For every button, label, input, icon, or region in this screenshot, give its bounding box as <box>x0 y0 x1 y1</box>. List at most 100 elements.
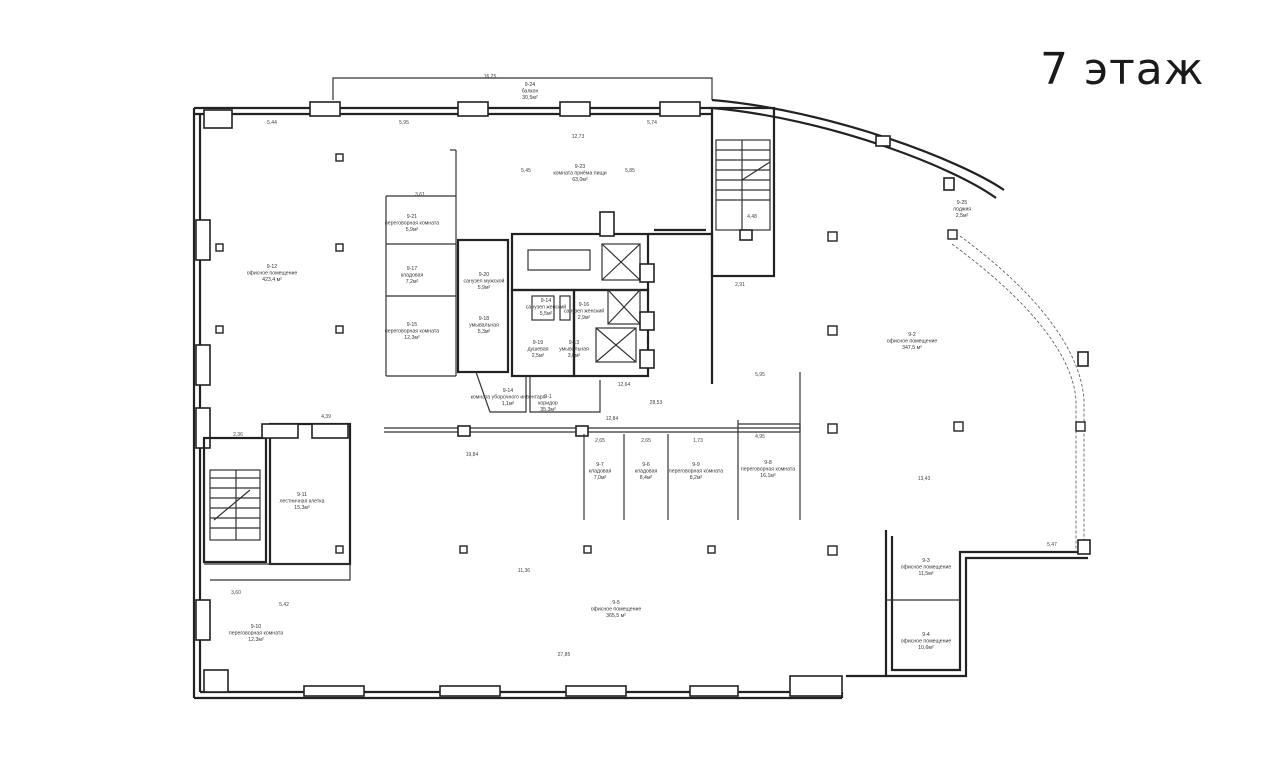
room-name: комната приёма пищи <box>553 171 606 177</box>
room-num: 9-7 <box>596 462 604 468</box>
room-area: 10,6м² <box>918 645 934 651</box>
room-name: офисное помещение <box>591 607 642 613</box>
dimension-label: 5,95 <box>755 372 765 378</box>
dimension-label: 5,85 <box>625 168 635 174</box>
room-num: 9-2 <box>908 332 916 338</box>
room-num: 9-25 <box>957 200 967 206</box>
dimension-label: 28,53 <box>650 400 663 406</box>
room-num: 9-1 <box>544 394 552 400</box>
room-num: 9-13 <box>569 340 579 346</box>
room-num: 9-9 <box>692 462 700 468</box>
room-name: умывальная <box>469 323 499 329</box>
room-name: офисное помещение <box>901 639 952 645</box>
room-area: 1,1м² <box>502 401 515 407</box>
dimension-label: 5,45 <box>521 168 531 174</box>
room-name: офисное помещение <box>247 271 298 277</box>
room-area: 347,5 м² <box>902 345 922 351</box>
room-area: 35,3м² <box>540 407 556 413</box>
room-name: офисное помещение <box>887 339 938 345</box>
facade-piers <box>195 101 1091 697</box>
room-num: 9-8 <box>764 460 772 466</box>
room-num: 9-14 <box>503 388 513 394</box>
dimension-label: 12,84 <box>606 416 619 422</box>
room-area: 15,3м² <box>294 505 310 511</box>
room-name: кладовая <box>635 469 658 475</box>
dimension-label: 2,36 <box>233 432 243 438</box>
room-num: 9-19 <box>533 340 543 346</box>
room-name: лоджия <box>953 207 971 213</box>
room-name: офисное помещение <box>901 565 952 571</box>
room-num: 9-14 <box>541 298 551 304</box>
room-area: 5,9м² <box>406 227 419 233</box>
room-area: 423,4 м² <box>262 277 282 283</box>
balcony-outline <box>332 77 713 100</box>
room-name: переговорная комната <box>669 469 723 475</box>
room-name: коридор <box>538 401 558 407</box>
room-name: санузел женский <box>564 308 604 315</box>
room-name: переговорная комната <box>385 329 439 335</box>
room-area: 12,3м² <box>404 335 420 341</box>
room-num: 9-24 <box>525 82 535 88</box>
room-area: 8,2м² <box>690 475 703 481</box>
dimension-label: 4,95 <box>755 434 765 440</box>
room-num: 9-12 <box>267 264 277 270</box>
room-num: 9-15 <box>407 322 417 328</box>
room-area: 365,5 м² <box>606 613 626 619</box>
room-area: 8,4м² <box>640 475 653 481</box>
dimension-label: 3,61 <box>415 192 425 198</box>
room-num: 9-11 <box>297 492 307 498</box>
dimension-label: 19,84 <box>466 452 479 458</box>
west-stair <box>202 422 352 581</box>
room-area: 7,2м² <box>406 279 419 285</box>
building-core <box>456 211 714 384</box>
room-num: 9-20 <box>479 272 489 278</box>
dimension-label: 13,43 <box>918 476 931 482</box>
room-area: 11,5м² <box>918 571 933 577</box>
room-num: 9-5 <box>612 600 620 606</box>
room-name: балкон <box>522 89 539 95</box>
room-name: переговорная комната <box>385 221 439 227</box>
room-area: 3,6м² <box>568 353 581 359</box>
room-area: 5,5м² <box>540 311 553 317</box>
room-name: кладовая <box>589 469 612 475</box>
dimension-label: 5,47 <box>1047 542 1057 548</box>
room-num: 9-16 <box>579 302 589 308</box>
room-area: 16,1м² <box>760 473 776 479</box>
dimension-label: 11,36 <box>518 568 530 574</box>
room-area: 5,9м² <box>478 285 491 291</box>
room-num: 9-10 <box>251 624 261 630</box>
dimension-label: 2,91 <box>735 282 745 288</box>
dimension-label: 12,64 <box>618 382 631 388</box>
dimension-label: 3,60 <box>231 590 241 596</box>
room-num: 9-21 <box>407 214 417 220</box>
room-area: 2,5м² <box>532 353 545 359</box>
room-num: 9-3 <box>922 558 930 564</box>
room-name: душевая <box>527 347 548 353</box>
room-num: 9-6 <box>642 462 650 468</box>
dimension-label: 1,73 <box>693 438 703 444</box>
dimension-label: 4,39 <box>321 414 331 420</box>
left-partitions <box>385 149 601 413</box>
dimension-label: 5,42 <box>279 602 289 608</box>
